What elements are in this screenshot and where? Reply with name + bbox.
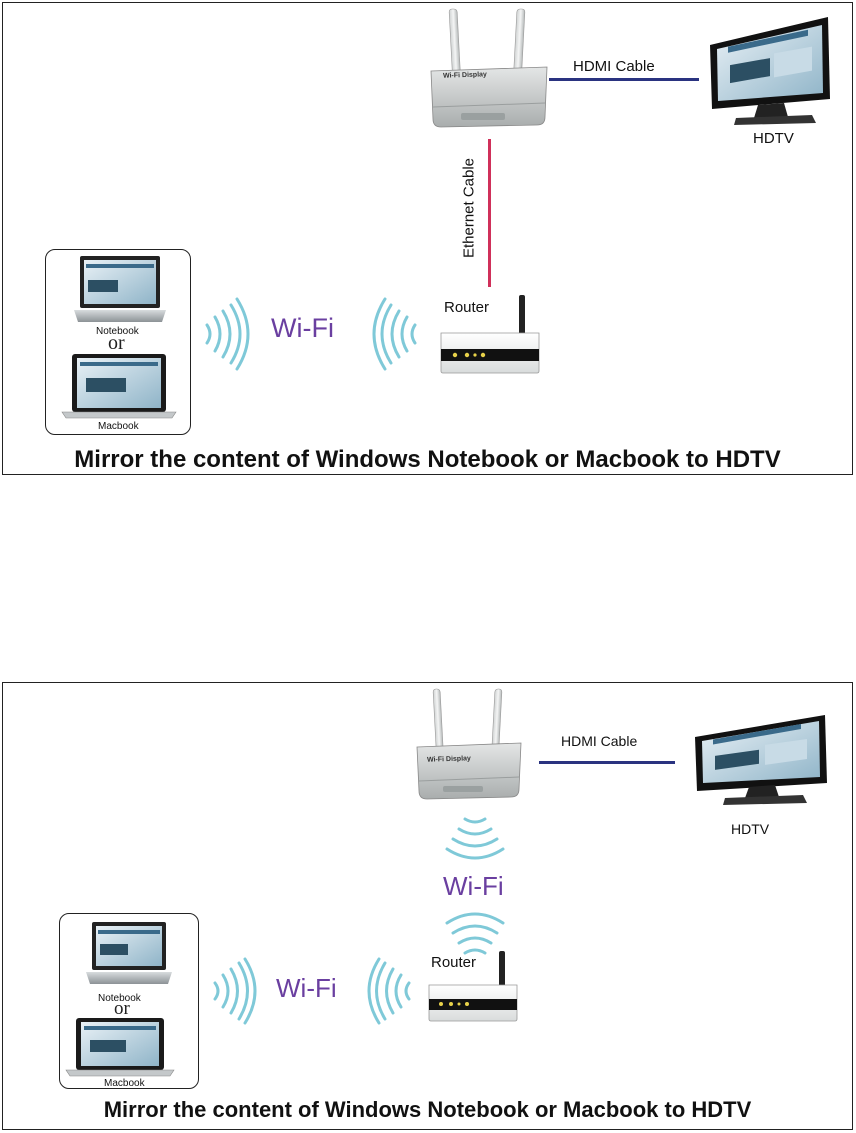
hdmi-cable-label: HDMI Cable — [561, 733, 637, 749]
wifi-display-adapter-icon — [415, 689, 523, 803]
macbook-label: Macbook — [98, 421, 139, 432]
hdtv-label: HDTV — [753, 130, 794, 147]
source-devices-box: Notebook or Macbook — [45, 249, 191, 435]
source-devices-box: Notebook or Macbook — [59, 913, 199, 1089]
macbook-icon — [66, 1018, 174, 1078]
wifi-label: Wi-Fi — [276, 973, 337, 1004]
diagram-caption: Mirror the content of Windows Notebook o… — [3, 446, 852, 474]
diagram-panel-ethernet: Wi-Fi Display HDMI Cable HDTV Ethernet C… — [2, 2, 853, 475]
router-icon — [439, 293, 543, 375]
or-label: or — [108, 332, 125, 355]
hdtv-icon — [708, 17, 834, 129]
hdtv-label: HDTV — [731, 821, 769, 837]
router-icon — [427, 951, 521, 1023]
wifi-label: Wi-Fi — [271, 313, 334, 344]
wifi-display-adapter-icon — [429, 9, 549, 131]
wifi-waves-icon — [367, 299, 419, 369]
hdmi-cable-line — [539, 761, 675, 764]
hdtv-icon — [693, 715, 829, 807]
hdmi-cable-line — [549, 78, 699, 81]
wifi-vertical-label: Wi-Fi — [443, 871, 504, 902]
ethernet-cable-label: Ethernet Cable — [461, 158, 478, 258]
macbook-label: Macbook — [104, 1078, 145, 1089]
wifi-waves-icon — [443, 813, 507, 869]
macbook-icon — [62, 354, 176, 420]
wifi-waves-icon — [363, 959, 413, 1023]
hdmi-cable-label: HDMI Cable — [573, 58, 655, 75]
laptop-icon — [74, 256, 166, 326]
wifi-waves-icon — [203, 299, 255, 369]
or-label: or — [114, 998, 130, 1020]
diagram-panel-wireless: Wi-Fi Display HDMI Cable HDTV Wi-Fi Rout… — [2, 682, 853, 1130]
laptop-icon — [86, 922, 172, 988]
ethernet-cable-line — [488, 139, 491, 287]
wifi-waves-icon — [211, 959, 261, 1023]
diagram-caption: Mirror the content of Windows Notebook o… — [3, 1097, 852, 1123]
